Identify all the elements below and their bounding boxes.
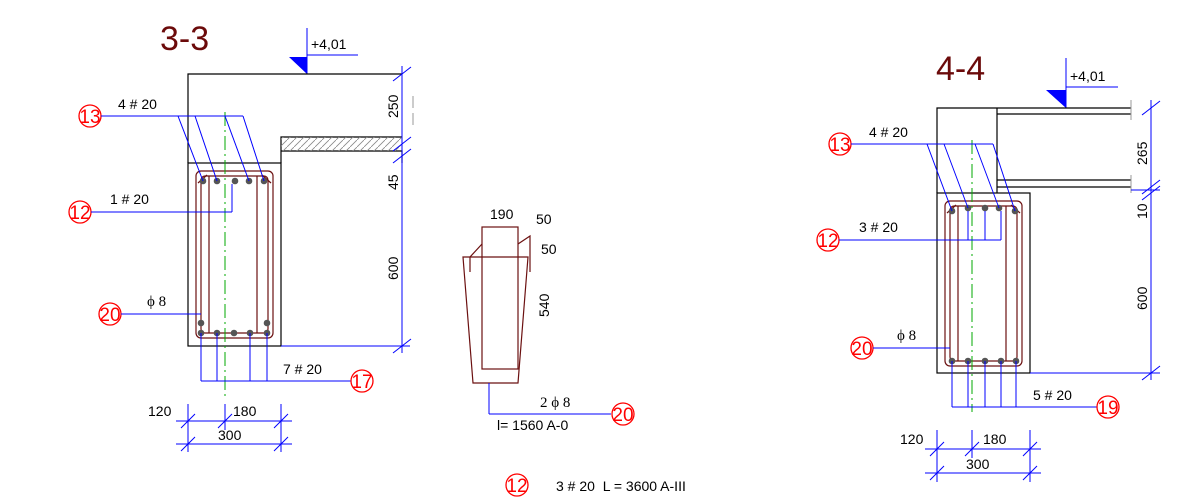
dim-600-4-4: 600: [1134, 286, 1150, 310]
level-marker-4-4: +4,01: [1046, 58, 1118, 108]
callout-20-text: ϕ 8: [897, 328, 916, 344]
level-label-3-3: +4,01: [311, 36, 347, 52]
callout-20-text: ϕ 8: [147, 294, 166, 310]
callout-13-3-3: 13 4 # 20: [78, 96, 265, 182]
dim-120-3-3: 120: [148, 403, 172, 419]
callout-12-mark: 12: [69, 203, 90, 224]
beam-outline-4-4: [936, 192, 1031, 374]
stirrup-detail: 190 50 50 540 2 ϕ 8 l= 1560 A-0 20: [462, 206, 635, 433]
stirrup-shape-inner: [481, 226, 519, 370]
stirrup-outer-3-3: [195, 170, 274, 339]
stirrup-callout-text: 2 ϕ 8: [540, 395, 570, 411]
dim-600-3-3: 600: [385, 256, 401, 280]
callout-13-4-4: 13 4 # 20: [828, 124, 1016, 212]
spec-mark: 12: [506, 476, 527, 497]
dim-120-4-4: 120: [900, 431, 924, 447]
section-3-3-title: 3-3: [160, 20, 209, 58]
callout-19-text: 5 # 20: [1033, 387, 1072, 403]
callout-12-4-4: 12 3 # 20: [816, 211, 1002, 252]
callout-13-text: 4 # 20: [118, 96, 157, 112]
level-marker-3-3: +4,01: [289, 28, 358, 74]
section-3-3: 3-3 +4,01: [68, 20, 414, 452]
stirrup-outer-4-4: [944, 200, 1023, 367]
stirrup-shape-outer: [462, 256, 529, 384]
vertical-dimensions-4-4: 265 10 600: [1030, 100, 1161, 381]
level-triangle-icon: [289, 57, 307, 74]
callout-17-3-3: 17 7 # 20: [200, 333, 374, 393]
dim-300-4-4: 300: [966, 456, 990, 472]
dim-250: 250: [385, 94, 401, 118]
callout-19-mark: 19: [1097, 398, 1118, 419]
horizontal-dimensions-3-3: 120 180 300: [148, 403, 292, 452]
callout-12-mark: 12: [817, 231, 838, 252]
callout-13-text: 4 # 20: [869, 124, 908, 140]
dim-45: 45: [385, 174, 401, 190]
dim-180-3-3: 180: [233, 403, 257, 419]
spec-text: 3 # 20 L = 3600 A-III: [556, 478, 686, 494]
callout-12-text: 3 # 20: [859, 219, 898, 235]
callout-20-mark: 20: [99, 305, 120, 326]
rebar-bottom-3-3: [197, 319, 271, 337]
dim-180-4-4: 180: [983, 431, 1007, 447]
stirrup-dim-50-a: 50: [536, 211, 552, 227]
dim-265: 265: [1134, 141, 1150, 165]
dim-10: 10: [1134, 203, 1150, 219]
stirrup-dim-190: 190: [490, 206, 514, 222]
level-label-4-4: +4,01: [1070, 68, 1106, 84]
callout-13-mark: 13: [829, 135, 850, 156]
callout-12-3-3: 12 1 # 20: [68, 184, 233, 224]
callout-17-text: 7 # 20: [283, 361, 322, 377]
stirrup-dim-50-b: 50: [541, 241, 557, 257]
horizontal-dimensions-4-4: 120 180 300: [900, 430, 1041, 482]
section-4-4-title: 4-4: [936, 50, 985, 88]
callout-12-text: 1 # 20: [110, 191, 149, 207]
callout-20-mark: 20: [851, 339, 872, 360]
callout-13-mark: 13: [79, 107, 100, 128]
vertical-dimensions-3-3: 250 45 600: [281, 66, 412, 354]
callout-19-4-4: 19 5 # 20: [951, 361, 1120, 419]
level-triangle-icon: [1046, 90, 1066, 108]
spec-line: 12 3 # 20 L = 3600 A-III: [505, 473, 686, 497]
stirrup-mark: 20: [612, 405, 633, 426]
callout-20-4-4: 20 ϕ 8: [850, 328, 950, 360]
beam-outline-3-3: [187, 162, 282, 347]
stirrup-dim-540: 540: [536, 293, 552, 317]
stirrup-callout-length: l= 1560 A-0: [497, 417, 568, 433]
section-4-4: 4-4 +4,01: [816, 50, 1161, 482]
callout-17-mark: 17: [351, 372, 372, 393]
callout-20-3-3: 20 ϕ 8: [98, 294, 201, 326]
dim-300-3-3: 300: [218, 427, 242, 443]
slab-hatch: [281, 137, 402, 151]
